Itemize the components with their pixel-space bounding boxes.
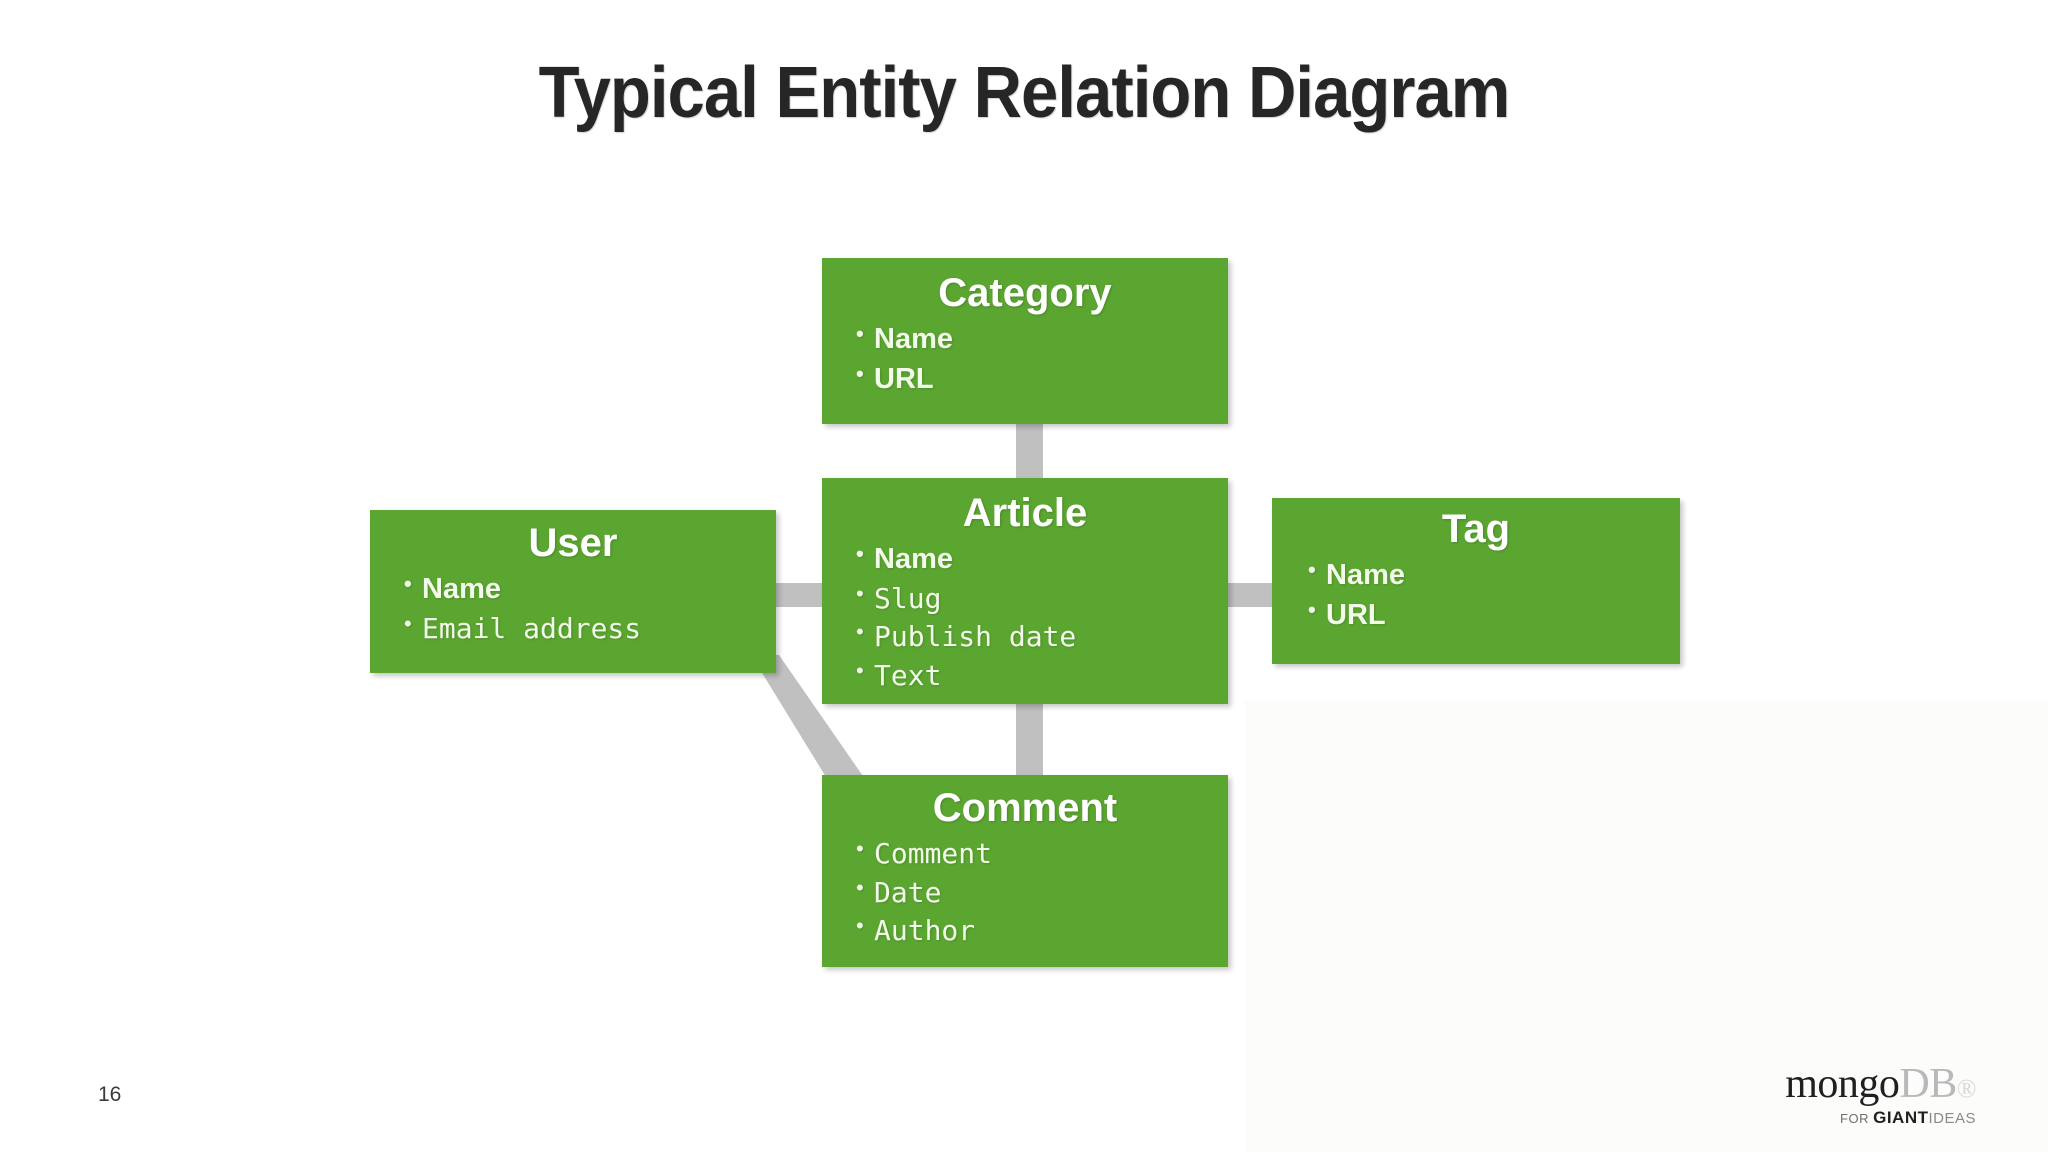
background-panel [1245,700,2048,1152]
connector-article-tag [1219,583,1281,607]
entity-field: Comment [856,834,1228,873]
entity-field: Email address [404,609,776,648]
entity-field: URL [856,359,1228,400]
entity-fields-user: Name Email address [370,564,776,648]
entity-field: Slug [856,579,1228,618]
mongodb-logo: mongoDB® FOR GIANTIDEAS [1785,1063,1976,1126]
entity-box-category[interactable]: Category Name URL [822,258,1228,424]
entity-fields-tag: Name URL [1272,550,1680,635]
entity-box-tag[interactable]: Tag Name URL [1272,498,1680,664]
entity-fields-comment: Comment Date Author [822,829,1228,950]
connector-user-comment [751,655,865,795]
entity-title-comment: Comment [932,786,1118,830]
page-title: Typical Entity Relation Diagram [538,53,1511,133]
entity-title-category: Category [938,271,1112,315]
logo-tagline-ideas: IDEAS [1928,1110,1976,1127]
entity-fields-category: Name URL [822,314,1228,399]
connector-category-article [1016,418,1043,484]
entity-fields-article: Name Slug Publish date Text [822,534,1228,695]
entity-field: Author [856,911,1228,950]
entity-box-article[interactable]: Article Name Slug Publish date Text [822,478,1228,704]
entity-box-user[interactable]: User Name Email address [370,510,776,673]
entity-box-comment[interactable]: Comment Comment Date Author [822,775,1228,967]
entity-field: Name [404,569,776,610]
connector-article-comment [1016,698,1043,780]
entity-field: Name [856,319,1228,360]
entity-field: Name [1308,555,1680,596]
entity-field: Date [856,873,1228,912]
logo-tagline-giant: GIANT [1873,1108,1929,1127]
entity-field: URL [1308,595,1680,636]
logo-tagline: FOR GIANTIDEAS [1785,1109,1976,1126]
logo-db-text: DB [1899,1061,1957,1107]
entity-title-tag: Tag [1441,507,1511,551]
logo-tagline-for: FOR [1840,1111,1874,1126]
logo-mongo-text: mongo [1785,1061,1900,1107]
logo-wordmark: mongoDB® [1785,1063,1976,1105]
page-number: 16 [98,1083,122,1106]
entity-title-article: Article [962,491,1088,535]
entity-field: Text [856,656,1228,695]
entity-field: Publish date [856,617,1228,656]
logo-registered-icon: ® [1956,1074,1977,1103]
entity-field: Name [856,539,1228,580]
entity-title-user: User [528,521,618,565]
